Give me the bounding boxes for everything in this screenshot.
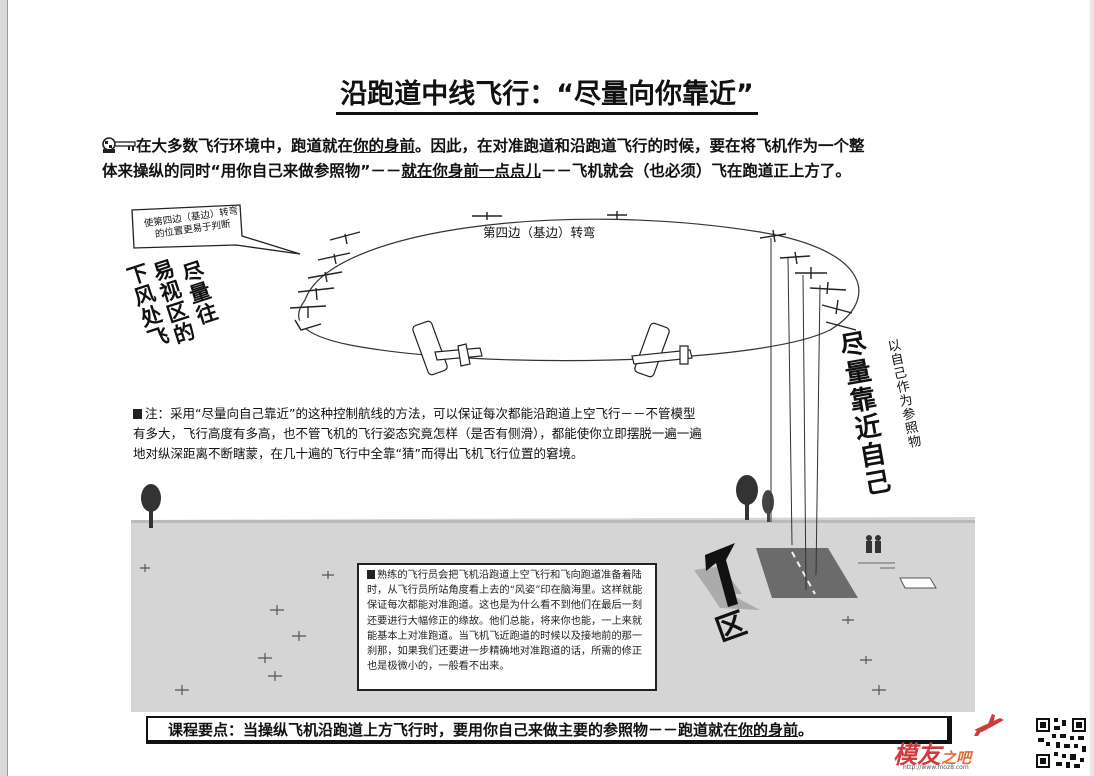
page-edge-right xyxy=(1090,0,1094,776)
pilots-icon xyxy=(866,535,881,553)
note-bullet-icon xyxy=(133,409,142,419)
large-plane-left xyxy=(412,320,483,376)
tree-left xyxy=(141,484,161,528)
runway xyxy=(756,548,858,598)
lesson-summary-bar: 课程要点：当操纵飞机沿跑道上方飞行时，要用你自己来做主要的参照物－－跑道就在你的… xyxy=(146,716,952,744)
page-edge-left xyxy=(0,0,8,776)
qr-code-icon xyxy=(1034,716,1088,770)
plane-icons xyxy=(289,211,857,331)
watermark-url: http://www.moz8.com xyxy=(903,764,969,771)
plane-logo-icon xyxy=(974,714,1004,736)
watermark-logo: 模友之吧 xyxy=(893,741,972,769)
expert-tip-box: 熟练的飞行员会把飞机沿跑道上空飞行和飞向跑道准备着陆时，从飞行员所站角度看上去的… xyxy=(357,563,657,691)
page-title: 沿跑道中线飞行：“尽量向你靠近” xyxy=(0,72,1094,115)
callout-bubble xyxy=(131,204,301,255)
large-plane-right xyxy=(631,322,693,378)
base-turn-label: 第四边（基边）转弯 xyxy=(483,225,596,240)
tree-right-2 xyxy=(762,490,774,522)
pilot-box xyxy=(899,577,937,589)
flight-pattern-oval xyxy=(298,218,860,362)
intro-paragraph: 在大多数飞行环境中，跑道就在你的身前。因此，在对准跑道和沿跑道飞行的时候，要在将… xyxy=(102,137,865,180)
ground-markers xyxy=(140,564,886,695)
tree-right-1 xyxy=(736,475,758,520)
tip-bullet-icon xyxy=(367,570,375,579)
direction-arrow xyxy=(705,543,738,607)
note-paragraph: 注：采用“尽量向自己靠近”的这种控制航线的方法，可以保证每次都能沿跑道上空飞行－… xyxy=(127,404,712,464)
key-icon xyxy=(102,137,136,153)
